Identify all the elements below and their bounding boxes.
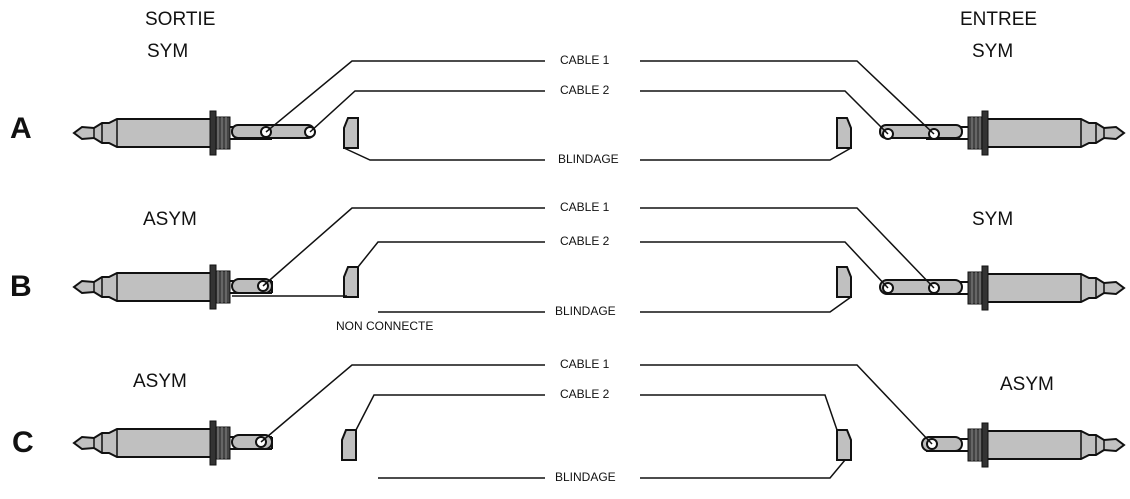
row-a-left-type: SYM <box>147 41 189 62</box>
row-b-shield-label: BLINDAGE <box>553 304 618 318</box>
row-b-left-plug <box>73 264 359 310</box>
row-c-label: C <box>12 426 34 459</box>
row-a-cable1-label: CABLE 1 <box>558 53 612 67</box>
row-c-right-plug <box>836 422 1125 468</box>
row-c-cable2-label: CABLE 2 <box>558 387 612 401</box>
row-a-wires <box>265 60 935 161</box>
row-c-shield-label: BLINDAGE <box>553 470 618 484</box>
row-c-wires <box>260 364 933 479</box>
row-a-right-type: SYM <box>972 41 1014 62</box>
row-b-right-plug <box>836 265 1125 311</box>
row-c-right-type: ASYM <box>1000 374 1054 395</box>
row-a-label: A <box>10 112 32 145</box>
row-a-shield-label: BLINDAGE <box>556 152 621 166</box>
row-c-cable1-label: CABLE 1 <box>558 357 612 371</box>
row-b-left-type: ASYM <box>143 209 197 230</box>
row-b-not-connected-label: NON CONNECTE <box>334 319 436 333</box>
row-b-wires <box>232 207 935 313</box>
row-c-left-type: ASYM <box>133 371 187 392</box>
row-c-left-plug <box>73 420 357 466</box>
row-b-cable1-label: CABLE 1 <box>558 200 612 214</box>
row-b-cable2-label: CABLE 2 <box>558 234 612 248</box>
row-a-left-plug <box>73 110 359 156</box>
row-b-right-type: SYM <box>972 209 1014 230</box>
entree-title: ENTREE <box>960 9 1038 30</box>
sortie-title: SORTIE <box>145 9 216 30</box>
row-b-label: B <box>10 270 32 303</box>
row-a-cable2-label: CABLE 2 <box>558 83 612 97</box>
row-a-right-plug <box>836 110 1125 156</box>
